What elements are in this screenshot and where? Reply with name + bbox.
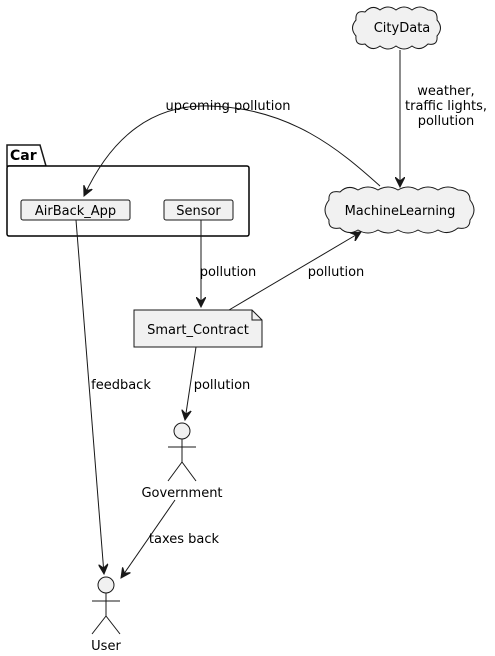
user-label: User (91, 639, 121, 654)
edge-label-pollution-citydata: pollution (418, 114, 475, 129)
edge-label-feedback: feedback (91, 378, 151, 393)
airback-app-label: AirBack_App (35, 204, 116, 219)
edge-contract-to-machinelearning: pollution (228, 232, 365, 311)
edge-airback-to-user: feedback (75, 219, 151, 574)
edge-machinelearning-to-airback: upcoming pollution (84, 99, 381, 196)
edge-label-gov-pollution: pollution (194, 378, 251, 393)
smart-contract-label: Smart_Contract (147, 323, 249, 338)
user-actor[interactable]: User (91, 576, 121, 654)
machinelearning-label: MachineLearning (345, 204, 456, 219)
edge-label-sensor-pollution: pollution (200, 265, 257, 280)
airback-app-node[interactable]: AirBack_App (20, 199, 131, 221)
citydata-cloud[interactable]: CityData (352, 6, 441, 50)
edge-label-taxes-back: taxes back (149, 532, 220, 547)
edge-contract-to-government: pollution (185, 346, 251, 420)
government-label: Government (141, 486, 222, 501)
sensor-node[interactable]: Sensor (163, 199, 234, 221)
edge-government-to-user: taxes back (121, 499, 220, 578)
smart-contract-node[interactable]: Smart_Contract (133, 309, 263, 348)
car-package-title: Car (10, 148, 37, 164)
citydata-label: CityData (374, 21, 431, 36)
edge-label-traffic-lights: traffic lights, (405, 99, 487, 114)
edge-label-upcoming-pollution: upcoming pollution (165, 99, 290, 114)
edge-citydata-to-machinelearning: weather, traffic lights, pollution (400, 50, 487, 187)
government-actor[interactable]: Government (141, 422, 223, 501)
car-package[interactable]: Car (6, 144, 250, 237)
machinelearning-cloud[interactable]: MachineLearning (324, 186, 475, 234)
edge-sensor-to-contract: pollution (200, 220, 257, 307)
sensor-label: Sensor (176, 204, 221, 219)
edge-label-contract-ml-pollution: pollution (308, 265, 365, 280)
edge-label-weather: weather, (417, 84, 474, 99)
